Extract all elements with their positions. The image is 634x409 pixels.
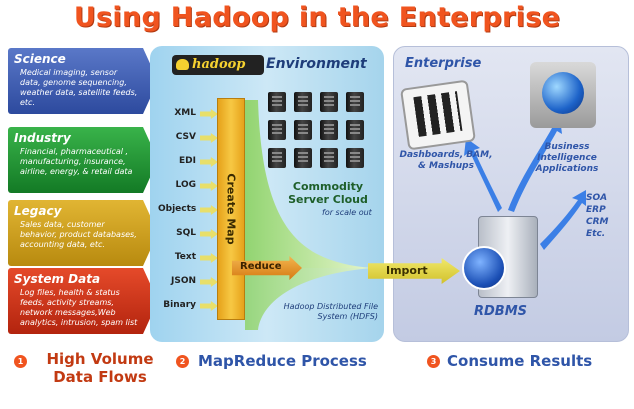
- page-title: Using Hadoop in the Enterprise: [73, 2, 561, 33]
- dashboard-icon: [400, 79, 476, 151]
- source-desc: Medical imaging, sensor data, genome seq…: [20, 68, 138, 107]
- server-icon: [346, 120, 364, 140]
- format-arrow-icon: [200, 181, 218, 191]
- step-label: MapReduce Process: [198, 352, 367, 370]
- hadoop-logo-text: hadoop: [192, 57, 246, 72]
- step-badge: 2: [176, 355, 189, 368]
- source-legacy: Legacy Sales data, customer behavior, pr…: [8, 200, 158, 266]
- globe-icon: [530, 62, 596, 128]
- cloud-subtitle: for scale out: [322, 208, 372, 217]
- step-label: Consume Results: [447, 352, 593, 370]
- create-map-label: Create Map: [224, 173, 238, 245]
- step-label: High Volume Data Flows: [46, 350, 154, 386]
- elephant-icon: [176, 59, 189, 70]
- format-arrow-icon: [200, 157, 218, 167]
- soa-item: SOA: [586, 193, 608, 203]
- soa-list: SOA ERP CRM Etc.: [586, 192, 609, 240]
- source-science: Science Medical imaging, sensor data, ge…: [8, 48, 158, 114]
- format-label: Text: [174, 252, 196, 262]
- hadoop-logo: hadoop: [172, 55, 264, 75]
- format-label: XML: [174, 108, 196, 118]
- server-icon: [320, 120, 338, 140]
- format-arrow-icon: [200, 109, 218, 119]
- format-label: LOG: [175, 180, 196, 190]
- soa-item: CRM: [586, 217, 609, 227]
- server-icon: [294, 148, 312, 168]
- format-arrow-icon: [200, 229, 218, 239]
- format-label: SQL: [176, 228, 196, 238]
- format-arrow-icon: [200, 277, 218, 287]
- source-name: Legacy: [14, 204, 62, 218]
- server-icon: [346, 148, 364, 168]
- source-name: Science: [14, 52, 66, 66]
- server-icon: [294, 120, 312, 140]
- step-badge: 1: [14, 355, 27, 368]
- import-label: Import: [386, 264, 428, 277]
- source-name: Industry: [14, 131, 71, 145]
- source-industry: Industry Financial, pharmaceutical , man…: [8, 127, 158, 193]
- hdfs-label: Hadoop Distributed File System (HDFS): [283, 302, 378, 321]
- soa-item: ERP: [586, 205, 606, 215]
- server-icon: [346, 92, 364, 112]
- format-label: Binary: [163, 300, 196, 310]
- source-desc: Financial, pharmaceutical , manufacturin…: [20, 147, 133, 176]
- source-desc: Sales data, customer behavior, product d…: [20, 220, 137, 249]
- source-desc: Log files, health & status feeds, activi…: [20, 288, 138, 327]
- step-badge: 3: [427, 355, 440, 368]
- format-label: CSV: [175, 132, 196, 142]
- rdbms-label: RDBMS: [474, 304, 528, 319]
- server-icon: [320, 148, 338, 168]
- reduce-label: Reduce: [240, 261, 282, 272]
- cloud-title: Commodity Server Cloud: [288, 180, 368, 206]
- format-label: EDI: [179, 156, 196, 166]
- server-icon: [320, 92, 338, 112]
- server-icon: [268, 120, 286, 140]
- enterprise-title: Enterprise: [405, 56, 482, 71]
- environment-title: Environment: [266, 56, 367, 72]
- source-system-data: System Data Log files, health & status f…: [8, 268, 158, 334]
- format-label: JSON: [170, 276, 196, 286]
- server-icon: [268, 92, 286, 112]
- dashboards-label: Dashboards, BAM, & Mashups: [399, 150, 493, 171]
- source-name: System Data: [14, 272, 101, 286]
- format-arrow-icon: [200, 133, 218, 143]
- create-map-bar: Create Map: [217, 98, 245, 320]
- server-icon: [268, 148, 286, 168]
- bi-label: Business Intelligence Applications: [535, 142, 599, 174]
- format-arrow-icon: [200, 205, 218, 215]
- format-arrow-icon: [200, 253, 218, 263]
- format-arrow-icon: [200, 301, 218, 311]
- format-label: Objects: [158, 204, 197, 214]
- server-icon: [294, 92, 312, 112]
- soa-item: Etc.: [586, 229, 606, 239]
- database-icon: [462, 246, 506, 290]
